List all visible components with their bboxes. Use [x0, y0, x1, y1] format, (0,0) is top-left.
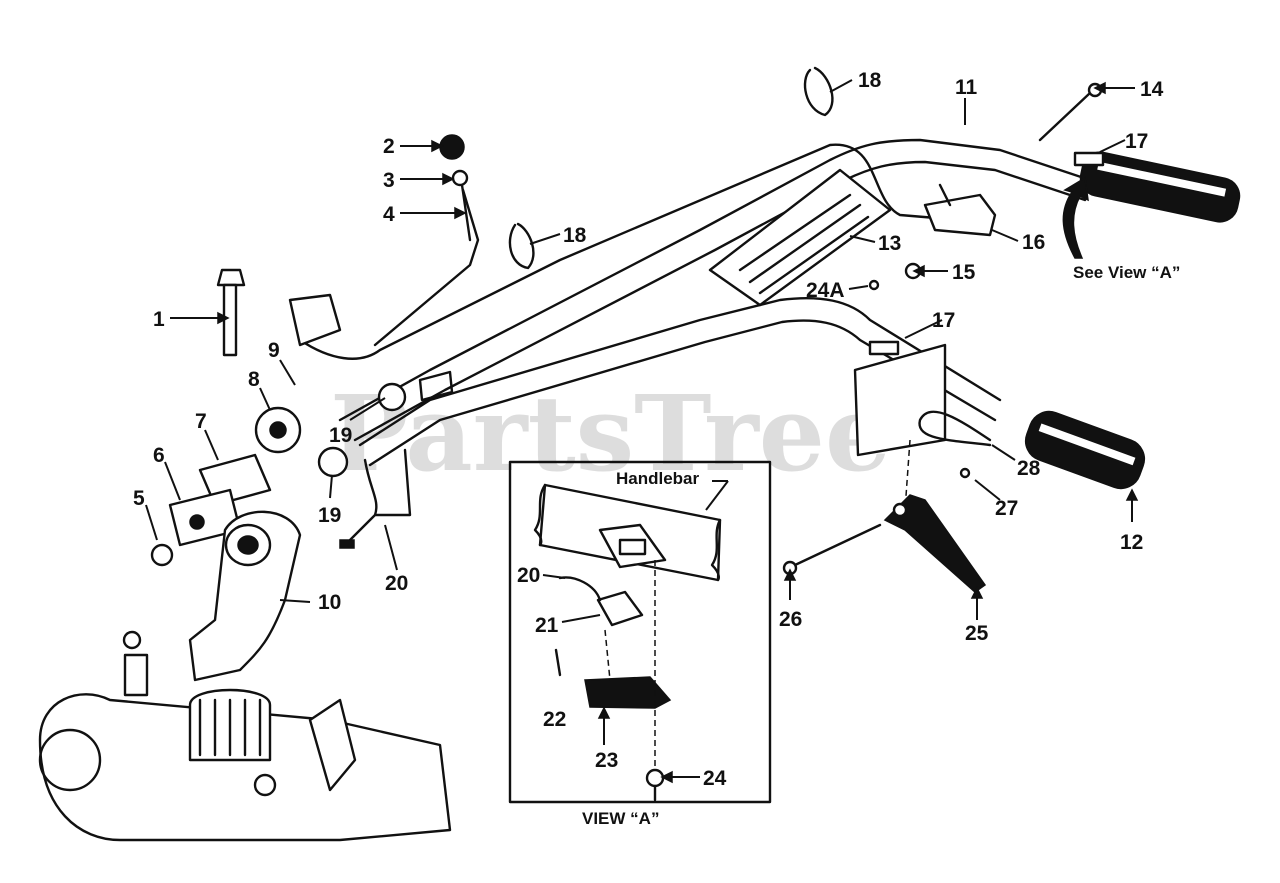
- handle-column: [188, 510, 302, 682]
- callout-22: 22: [543, 708, 566, 731]
- callout-23: 23: [595, 749, 618, 772]
- callout-4: 4: [383, 203, 395, 226]
- callout-26: 26: [779, 608, 802, 631]
- callout-19-lower: 19: [318, 504, 341, 527]
- callout-28: 28: [1017, 457, 1041, 480]
- callout-3: 3: [383, 169, 395, 192]
- callout-24: 24: [703, 767, 727, 790]
- callout-25: 25: [965, 622, 989, 645]
- callout-9: 9: [268, 339, 280, 362]
- hex-nut: [150, 543, 174, 567]
- watermark: PartsTree: [330, 372, 891, 495]
- callout-6: 6: [153, 444, 165, 467]
- transmission-housing: [38, 630, 452, 842]
- view-a-screw: [645, 768, 665, 802]
- tie-strap-left: [508, 222, 535, 270]
- callout-2: 2: [383, 135, 395, 158]
- view-a-inset: Handlebar: [508, 460, 772, 804]
- see-view-arrow: [1062, 176, 1089, 259]
- callout-labels: 1 2 3 4 5 6 7 8 9 10 11 12 13 14 15 16 1…: [133, 69, 1164, 790]
- callout-18-upper: 18: [858, 69, 882, 92]
- leader-lines: [145, 79, 1139, 784]
- lower-grip: [1024, 410, 1146, 490]
- washer: [451, 169, 469, 187]
- spacer-upper: [377, 382, 407, 412]
- callout-10: 10: [318, 591, 341, 614]
- guard-plate: [853, 343, 947, 457]
- hairpin: [918, 410, 992, 447]
- clamp-assembly: [254, 293, 342, 454]
- callout-11: 11: [955, 76, 978, 99]
- view-a-title: VIEW “A”: [582, 809, 659, 828]
- handle-mount: [168, 453, 272, 547]
- bracket: [923, 183, 997, 237]
- callout-27: 27: [995, 497, 1018, 520]
- callout-12: 12: [1120, 531, 1143, 554]
- decal-upper: [1073, 151, 1105, 167]
- upper-grip: [1079, 151, 1241, 223]
- callout-14: 14: [1140, 78, 1164, 101]
- handlebar-label: Handlebar: [616, 469, 700, 488]
- tie-strap-upper: [803, 66, 834, 117]
- callout-19-upper: 19: [329, 424, 352, 447]
- nut: [439, 134, 465, 160]
- decal-lower: [868, 340, 900, 356]
- callout-20: 20: [385, 572, 408, 595]
- callout-5: 5: [133, 487, 145, 510]
- callout-1: 1: [153, 308, 165, 331]
- rivet: [868, 279, 880, 291]
- callout-15: 15: [952, 261, 976, 284]
- callout-18-left: 18: [563, 224, 587, 247]
- wire-harness: [348, 448, 412, 542]
- callout-17-lower: 17: [932, 309, 955, 332]
- callout-21: 21: [535, 614, 559, 637]
- callout-13: 13: [878, 232, 901, 255]
- see-view-note: See View “A”: [1073, 263, 1180, 282]
- screw-top: [1038, 82, 1103, 142]
- callout-17-upper: 17: [1125, 130, 1148, 153]
- callout-20-view-a: 20: [517, 564, 540, 587]
- handlebar-assembly: [298, 138, 1241, 490]
- lock-washer: [959, 467, 971, 479]
- bolt: [216, 268, 246, 357]
- clevis-pin: [782, 523, 882, 576]
- callout-16: 16: [1022, 231, 1045, 254]
- callout-8: 8: [248, 368, 260, 391]
- callout-24a: 24A: [806, 279, 845, 302]
- callout-7: 7: [195, 410, 207, 433]
- depth-lever: [883, 494, 987, 593]
- spacer-lower: [317, 446, 349, 478]
